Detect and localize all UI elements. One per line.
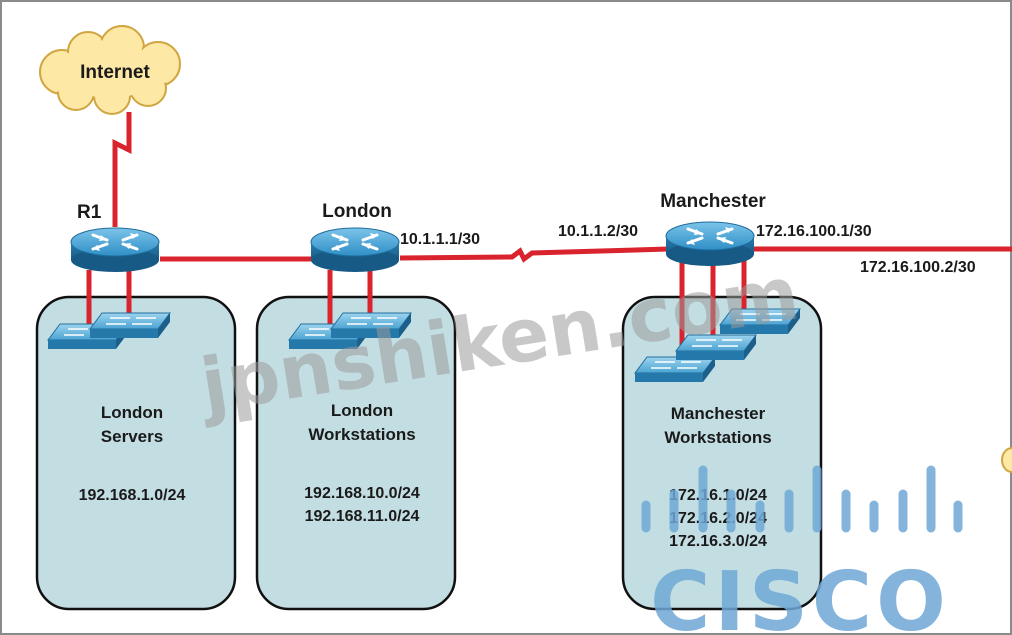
- link-london-manchester: [399, 246, 669, 263]
- manchester-label: Manchester: [660, 191, 766, 212]
- manchester-subnet: 172.16.2.0/24: [669, 510, 767, 527]
- manchester-wan-ip: 10.1.1.2/30: [558, 223, 638, 240]
- manchester-east-ip: 172.16.100.1/30: [756, 223, 872, 240]
- manchester-workstations-title-2: Workstations: [664, 428, 771, 447]
- cisco-wordmark: CISCO: [650, 555, 950, 635]
- link-internet-r1: [112, 112, 132, 227]
- london-workstations-subnet: 192.168.10.0/24: [304, 485, 420, 502]
- london-label: London: [322, 201, 392, 222]
- zone-london-workstations: [255, 295, 457, 611]
- london-wan-ip: 10.1.1.1/30: [400, 231, 480, 248]
- london-router-icon: [309, 226, 401, 274]
- internet-label: Internet: [80, 62, 150, 83]
- manchester-workstations-title-1: Manchester: [671, 404, 766, 423]
- london-servers-title-1: London: [101, 403, 163, 422]
- manchester-switch-icon-1: [634, 356, 716, 383]
- london-servers-switch-icon-2: [89, 312, 171, 339]
- london-servers-title-2: Servers: [101, 427, 163, 446]
- internet-cloud-icon: [39, 25, 181, 115]
- london-servers-subnet: 192.168.1.0/24: [79, 487, 186, 504]
- london-workstations-subnet: 192.168.11.0/24: [305, 508, 420, 525]
- r1-router-icon: [69, 226, 161, 274]
- offscreen-cloud-icon: [1001, 447, 1012, 473]
- london-workstations-title-2: Workstations: [308, 425, 415, 444]
- manchester-subnet: 172.16.1.0/24: [669, 487, 767, 504]
- r1-label: R1: [77, 202, 102, 223]
- remote-east-ip: 172.16.100.2/30: [860, 259, 976, 276]
- london-workstations-title-1: London: [331, 401, 393, 420]
- cisco-logo-watermark: CISCO: [641, 465, 963, 635]
- zone-london-servers: [35, 295, 237, 611]
- manchester-subnet: 172.16.3.0/24: [669, 533, 767, 550]
